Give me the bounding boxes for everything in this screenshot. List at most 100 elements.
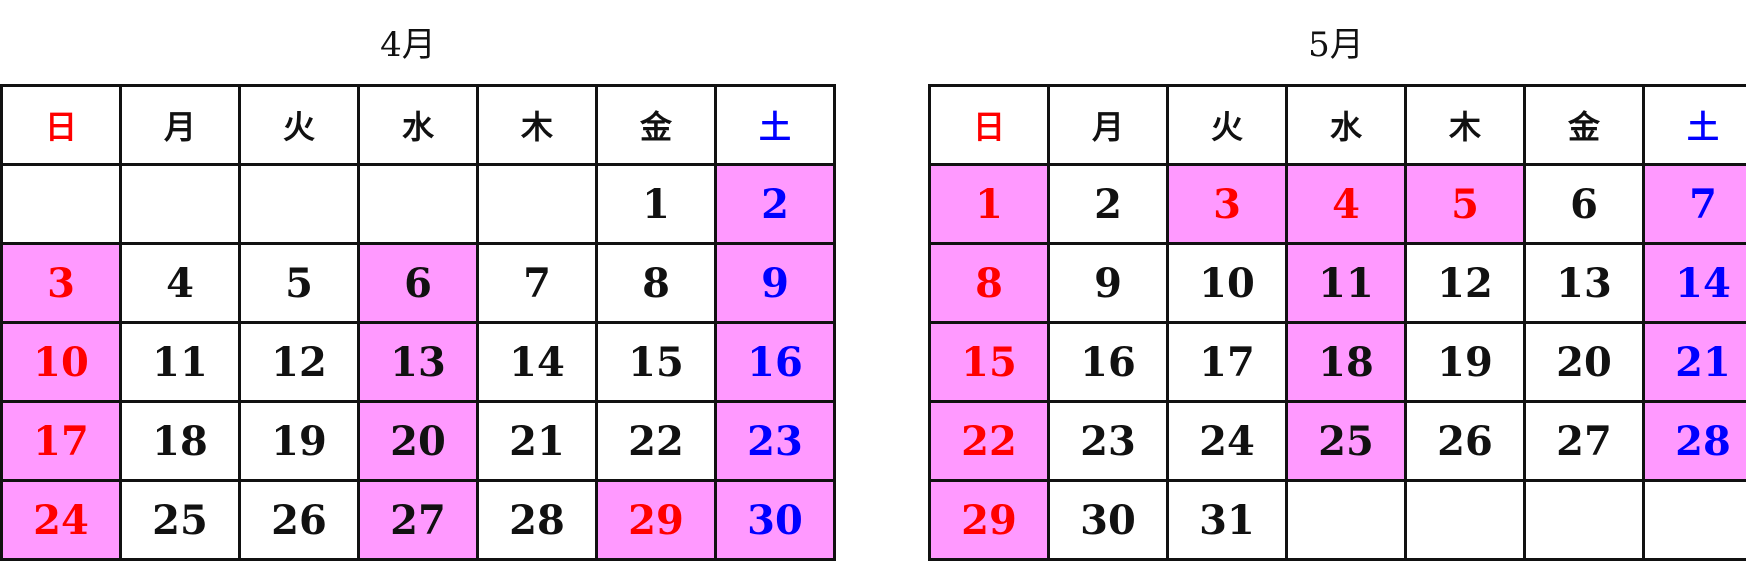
day-cell: 7 <box>1642 163 1746 245</box>
day-cell: 19 <box>1404 321 1526 403</box>
day-cell: 25 <box>119 479 241 561</box>
day-cell: 11 <box>1285 242 1407 324</box>
day-cell: 15 <box>595 321 717 403</box>
day-cell: 5 <box>238 242 360 324</box>
day-cell: 31 <box>1166 479 1288 561</box>
day-cell: 1 <box>928 163 1050 245</box>
day-cell: 11 <box>119 321 241 403</box>
weekday-sat: 土 <box>1642 84 1746 166</box>
day-cell: 6 <box>357 242 479 324</box>
weekday-header-row: 日 月 火 水 木 金 土 <box>928 84 1746 166</box>
weekday-sat: 土 <box>714 84 836 166</box>
day-cell: 22 <box>928 400 1050 482</box>
empty-day-cell <box>476 163 598 245</box>
day-cell: 28 <box>476 479 598 561</box>
empty-day-cell <box>238 163 360 245</box>
weekday-fri: 金 <box>595 84 717 166</box>
empty-day-cell <box>1523 479 1645 561</box>
day-cell: 8 <box>595 242 717 324</box>
weekday-sun: 日 <box>0 84 122 166</box>
day-cell: 20 <box>1523 321 1645 403</box>
weekday-mon: 月 <box>1047 84 1169 166</box>
day-cell: 2 <box>1047 163 1169 245</box>
day-cell: 27 <box>1523 400 1645 482</box>
day-cell: 13 <box>1523 242 1645 324</box>
day-cell: 22 <box>595 400 717 482</box>
day-cell: 8 <box>928 242 1050 324</box>
day-cell: 1 <box>595 163 717 245</box>
weekday-wed: 水 <box>357 84 479 166</box>
empty-day-cell <box>357 163 479 245</box>
day-cell: 16 <box>714 321 836 403</box>
day-cell: 10 <box>0 321 122 403</box>
empty-day-cell <box>1404 479 1526 561</box>
day-cell: 23 <box>714 400 836 482</box>
day-cell: 23 <box>1047 400 1169 482</box>
day-cell: 7 <box>476 242 598 324</box>
day-cell: 18 <box>119 400 241 482</box>
day-cell: 2 <box>714 163 836 245</box>
day-cell: 12 <box>238 321 360 403</box>
day-cell: 3 <box>1166 163 1288 245</box>
empty-day-cell <box>119 163 241 245</box>
day-cell: 18 <box>1285 321 1407 403</box>
weekday-mon: 月 <box>119 84 241 166</box>
month-title: 5月 <box>1308 25 1364 65</box>
day-cell: 25 <box>1285 400 1407 482</box>
day-cell: 20 <box>357 400 479 482</box>
day-cell: 26 <box>238 479 360 561</box>
day-cell: 17 <box>0 400 122 482</box>
month-title: 4月 <box>380 25 436 65</box>
day-cell: 4 <box>119 242 241 324</box>
day-cell: 24 <box>0 479 122 561</box>
day-cell: 14 <box>476 321 598 403</box>
day-cell: 3 <box>0 242 122 324</box>
weekday-wed: 水 <box>1285 84 1407 166</box>
day-cell: 17 <box>1166 321 1288 403</box>
day-cell: 10 <box>1166 242 1288 324</box>
day-cell: 14 <box>1642 242 1746 324</box>
day-cell: 15 <box>928 321 1050 403</box>
day-cell: 16 <box>1047 321 1169 403</box>
day-cell: 30 <box>714 479 836 561</box>
day-cell: 24 <box>1166 400 1288 482</box>
day-cell: 26 <box>1404 400 1526 482</box>
day-cell: 29 <box>595 479 717 561</box>
weekday-sun: 日 <box>928 84 1050 166</box>
day-cell: 19 <box>238 400 360 482</box>
day-cell: 5 <box>1404 163 1526 245</box>
weekday-thu: 木 <box>476 84 598 166</box>
day-cell: 6 <box>1523 163 1645 245</box>
day-cell: 9 <box>1047 242 1169 324</box>
day-cell: 21 <box>476 400 598 482</box>
day-cell: 27 <box>357 479 479 561</box>
day-cell: 29 <box>928 479 1050 561</box>
empty-day-cell <box>0 163 122 245</box>
day-cell: 12 <box>1404 242 1526 324</box>
empty-day-cell <box>1642 479 1746 561</box>
day-cell: 30 <box>1047 479 1169 561</box>
empty-day-cell <box>1285 479 1407 561</box>
day-cell: 28 <box>1642 400 1746 482</box>
weekday-tue: 火 <box>238 84 360 166</box>
day-cell: 21 <box>1642 321 1746 403</box>
weekday-header-row: 日 月 火 水 木 金 土 <box>0 84 836 166</box>
day-cell: 9 <box>714 242 836 324</box>
weekday-fri: 金 <box>1523 84 1645 166</box>
